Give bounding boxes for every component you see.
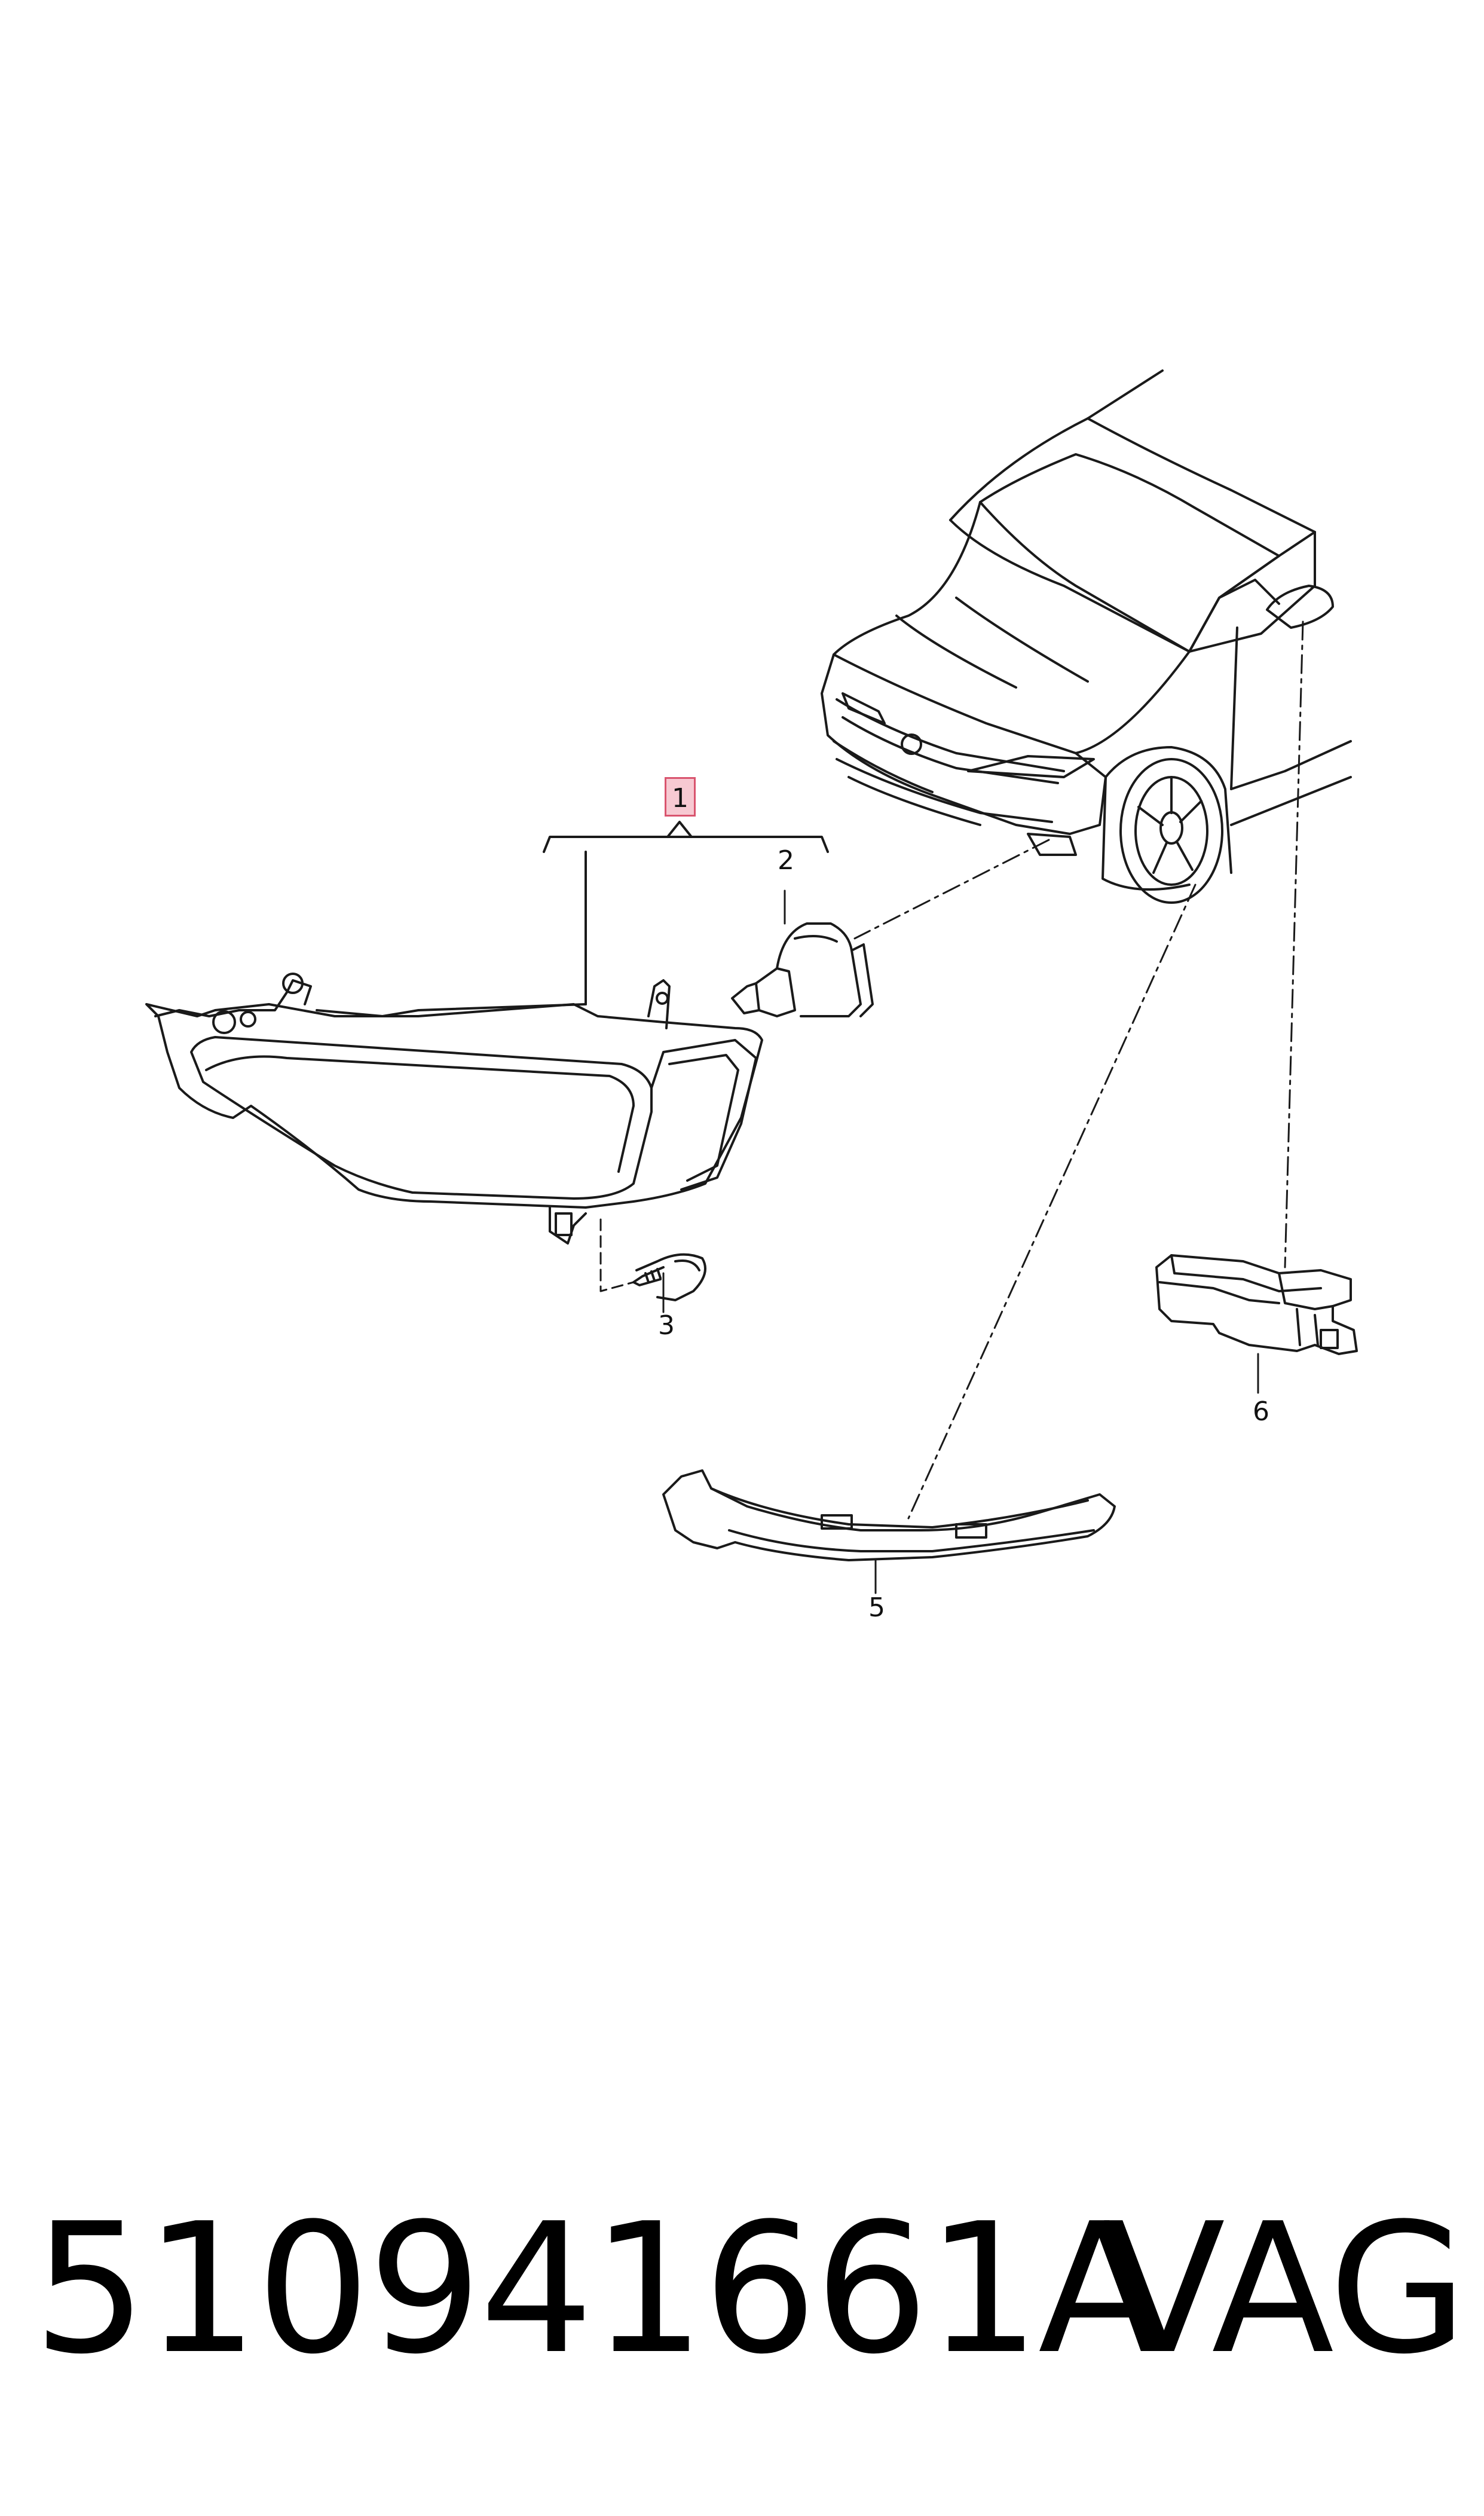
callout-2-label: 2 [778,845,794,876]
bulb [731,922,874,1017]
callout-1-label: 1 [665,777,696,817]
brand-text: VAG [1103,2185,1467,2393]
mirror-outline [1266,585,1334,629]
group-bracket [543,821,829,1005]
screw [632,1253,706,1301]
callout-6-label: 6 [1253,1396,1269,1427]
callout-5-label: 5 [868,1592,885,1623]
car-illustration [821,369,1352,904]
leader-lines [599,620,1304,1594]
connector-module [1155,1254,1358,1355]
trim-strip [662,1469,1116,1561]
part-number-text: 510941661A [33,2185,1161,2393]
car-fog-lamp [1027,833,1077,856]
parts-diagram [145,369,1358,1594]
fog-lamp-assembly [145,973,763,1245]
callout-3-label: 3 [658,1310,675,1341]
